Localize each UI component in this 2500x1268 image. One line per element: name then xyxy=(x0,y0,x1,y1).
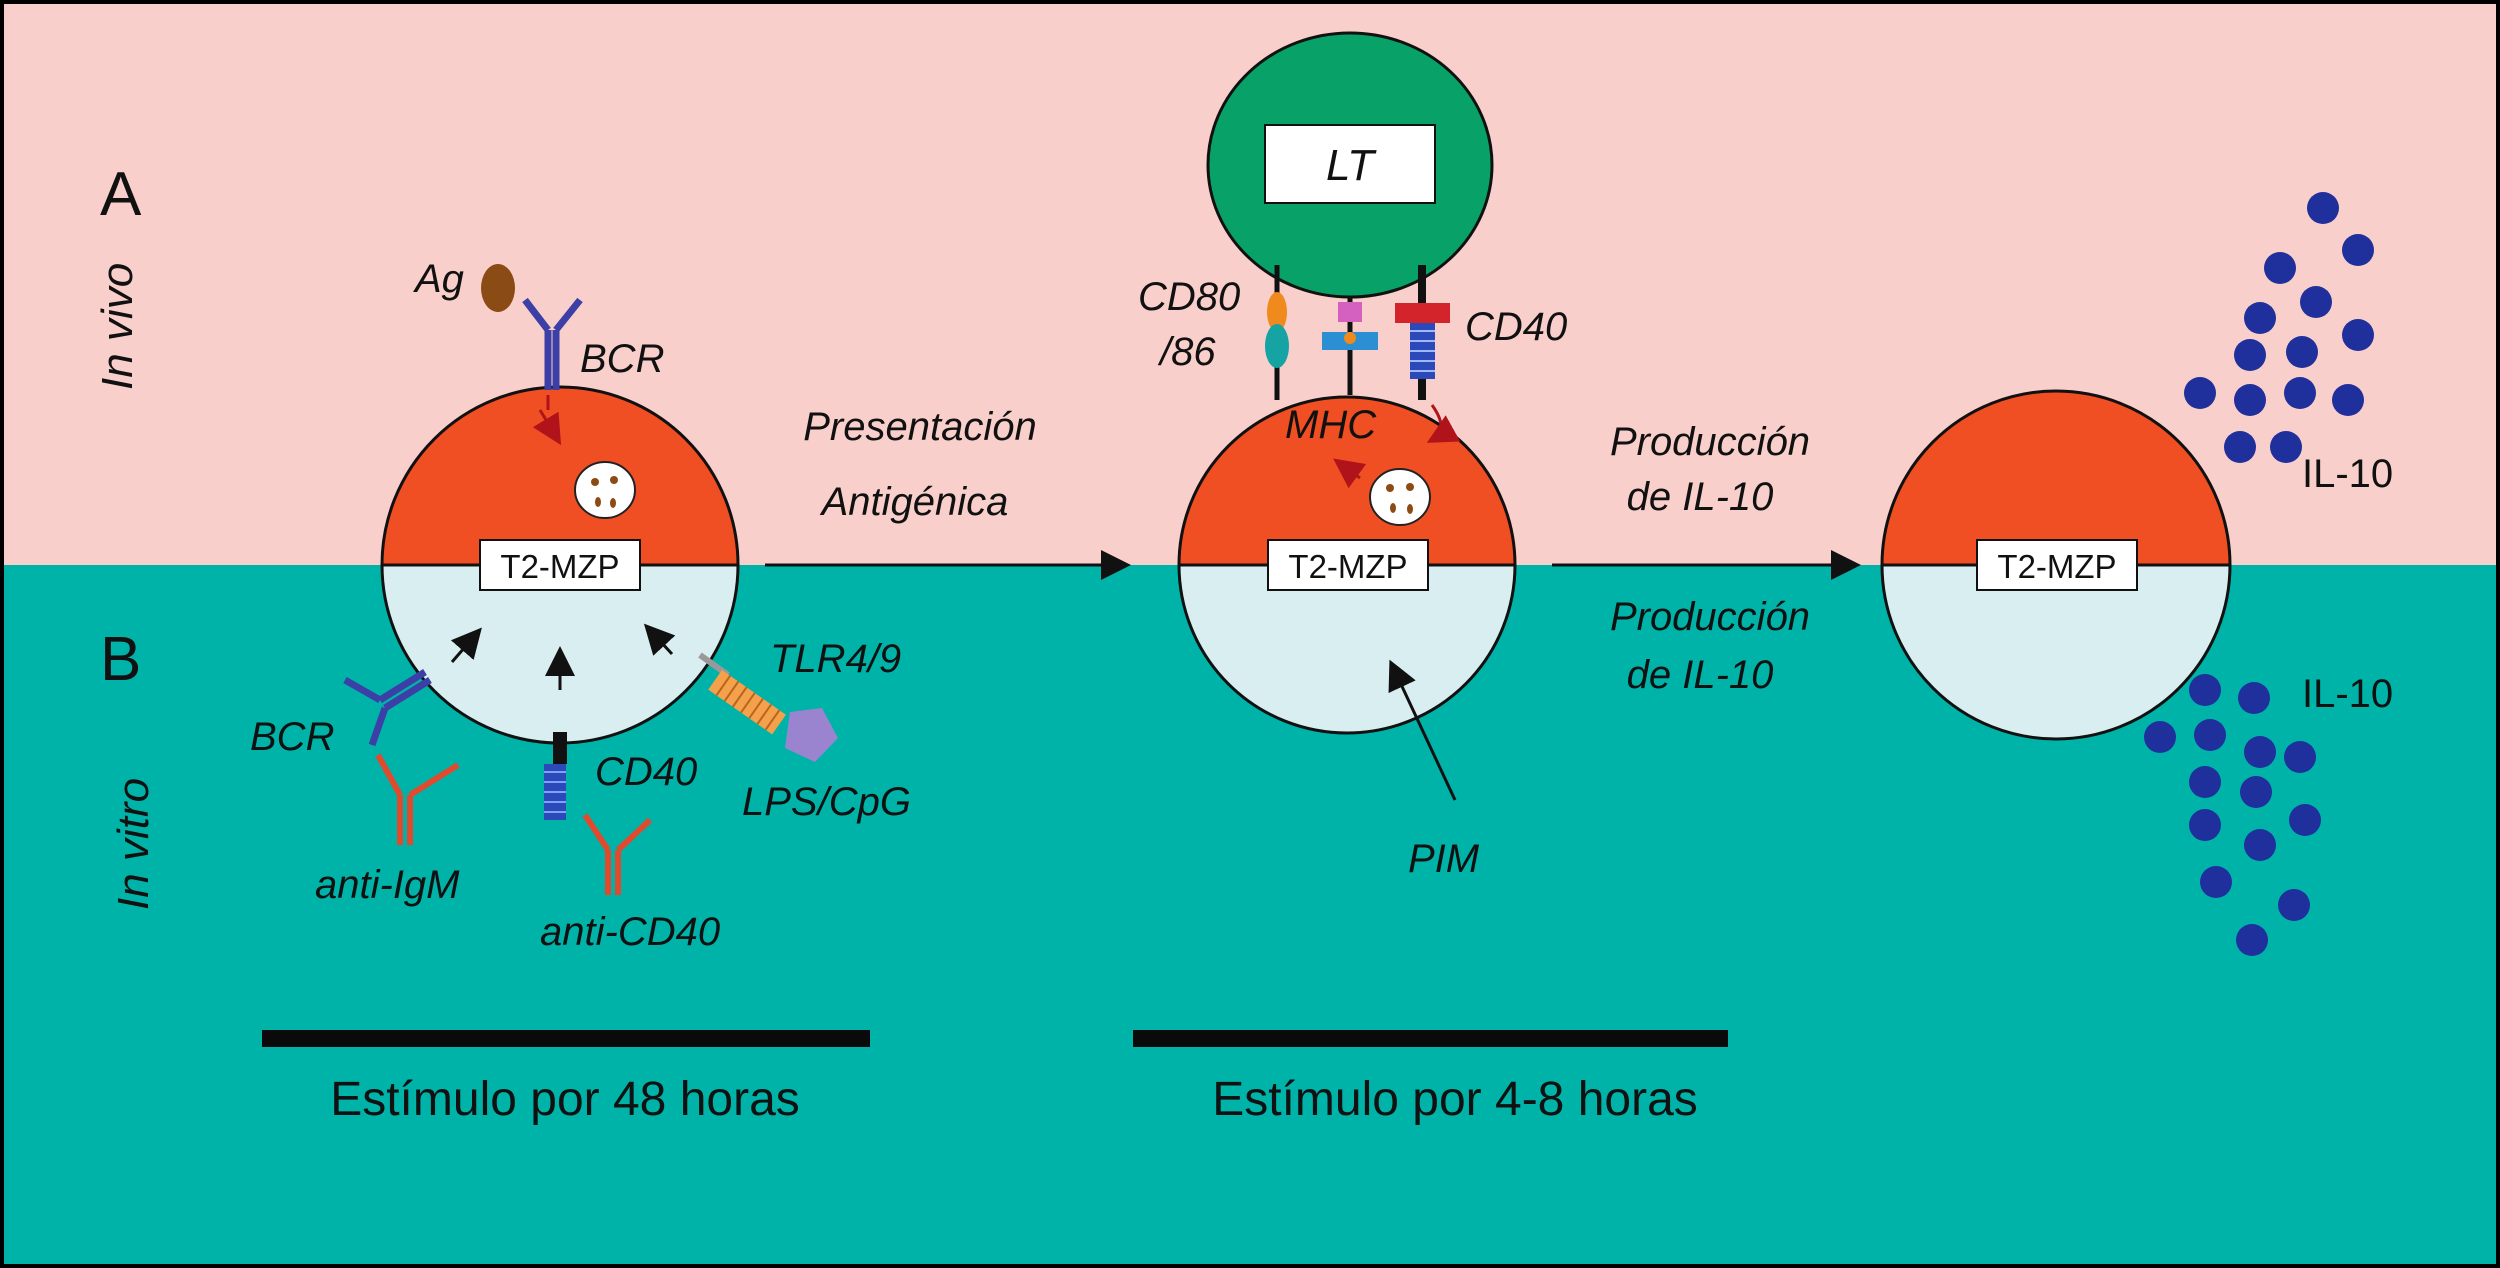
timebar-48h xyxy=(262,1030,870,1047)
production-bottom-1: Producción xyxy=(1610,595,1810,639)
cell-2-label: T2-MZP xyxy=(1288,548,1407,585)
mhc-tcr-icon xyxy=(1322,302,1378,350)
cd40-cell1-label: CD40 xyxy=(595,750,697,794)
panel-letter-a: A xyxy=(100,160,142,229)
il10-label-top: IL-10 xyxy=(2302,452,2393,496)
lt-cell: LT xyxy=(1206,31,1494,299)
cd40-signal-arrow xyxy=(1426,404,1461,443)
signal-arrow-left xyxy=(450,627,482,663)
cell-2-label-box xyxy=(1267,539,1429,591)
presentation-label-1: Presentación xyxy=(803,405,1036,449)
in-vivo-label: In vivo xyxy=(93,263,142,390)
panel-letter-b: B xyxy=(100,625,141,694)
pim-arrow xyxy=(1388,659,1457,801)
mhc-label: MHC xyxy=(1285,403,1377,447)
cd40-cell2-label: CD40 xyxy=(1465,305,1567,349)
production-top-1: Producción xyxy=(1610,420,1810,464)
cd40-receptor-icon xyxy=(544,732,567,820)
bcr-top-label: BCR xyxy=(580,337,664,381)
endosome-icon xyxy=(1369,468,1431,526)
cd40-cd40l-icon xyxy=(1395,303,1450,379)
presentation-label-2: Antigénica xyxy=(820,480,1009,524)
cd80-label-1: CD80 xyxy=(1138,275,1240,319)
endosome-icon xyxy=(574,461,636,519)
production-top-2: de IL-10 xyxy=(1627,475,1774,519)
bcr-bottom-label: BCR xyxy=(250,715,334,759)
tlr-receptor-icon xyxy=(698,652,786,735)
anti-igm-label: anti-IgM xyxy=(315,863,460,907)
cell-1-label-box xyxy=(479,539,641,591)
il10-dots-in-vivo xyxy=(2184,192,2374,463)
il10-dots-in-vitro xyxy=(2144,674,2321,956)
cell-1: T2-MZP xyxy=(380,385,740,745)
mhc-arrow xyxy=(1333,458,1367,489)
timebar-48h-label: Estímulo por 48 horas xyxy=(330,1073,800,1126)
bcr-bottom-icon xyxy=(343,669,432,747)
cell-3-label: T2-MZP xyxy=(1997,548,2116,585)
lps-label: LPS/CpG xyxy=(742,780,911,824)
anti-cd40-label: anti-CD40 xyxy=(540,910,720,954)
cell-2: T2-MZP xyxy=(1177,395,1517,735)
timebar-4-8h-label: Estímulo por 4-8 horas xyxy=(1212,1073,1698,1126)
ag-label: Ag xyxy=(413,257,464,301)
cell-3-label-box xyxy=(1976,539,2138,591)
cd80-label-2: /86 xyxy=(1157,330,1216,374)
tlr-label: TLR4/9 xyxy=(770,637,901,681)
antigen-icon xyxy=(481,264,515,312)
timebar-4-8h xyxy=(1133,1030,1728,1047)
lps-cpg-icon xyxy=(785,708,838,762)
anti-cd40-icon xyxy=(582,813,653,895)
pim-label: PIM xyxy=(1408,837,1480,881)
bcr-top-icon xyxy=(522,297,583,390)
signal-arrow-right xyxy=(643,623,676,656)
cell-1-label: T2-MZP xyxy=(500,548,619,585)
cell-3: T2-MZP xyxy=(1880,389,2232,741)
il10-label-bottom: IL-10 xyxy=(2302,672,2393,716)
in-vitro-label: In vitro xyxy=(109,778,158,910)
anti-igm-icon xyxy=(375,753,460,845)
cd80-86-icon xyxy=(1265,292,1289,368)
internalization-arrow xyxy=(540,395,558,440)
lt-label: LT xyxy=(1326,141,1377,190)
production-bottom-2: de IL-10 xyxy=(1627,653,1774,697)
